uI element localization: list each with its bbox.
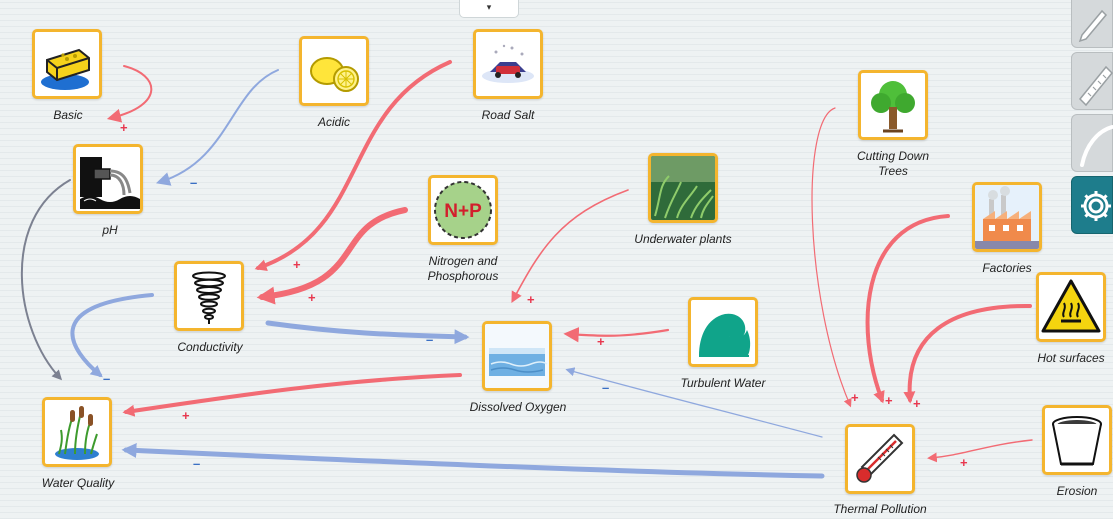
sign-conductivity-waterquality: – <box>103 371 111 386</box>
drawing-toolbar <box>1071 0 1113 250</box>
hot-surface-warning-icon <box>1041 279 1101 333</box>
node-dissolved-oxygen[interactable] <box>482 321 552 391</box>
thermometer-icon <box>856 433 904 483</box>
spiral-icon <box>192 271 226 324</box>
cattail-icon <box>55 406 99 460</box>
label-acidic: Acidic <box>317 115 350 129</box>
node-basic[interactable] <box>32 29 102 99</box>
sign-factories-thermal: + <box>885 393 893 408</box>
sign-basic-ph: + <box>120 120 128 135</box>
node-nitrogen-phosphorous[interactable]: N+P <box>428 175 498 245</box>
link-thermal-waterquality[interactable] <box>121 442 825 479</box>
node-ph[interactable] <box>73 144 143 214</box>
label-ph: pH <box>102 223 118 237</box>
sign-oxygen-waterquality: + <box>182 408 190 423</box>
canvas-menu-tab[interactable]: ▾ <box>459 0 519 18</box>
tool-pencil[interactable] <box>1071 0 1113 48</box>
label-conductivity: Conductivity <box>177 340 243 354</box>
label-nitrogen-phosphorous: Nitrogen and Phosphorous <box>427 254 499 283</box>
seagrass-icon <box>651 156 715 220</box>
link-thermal-oxygen[interactable] <box>565 367 823 438</box>
sign-acidic-ph: – <box>190 175 198 190</box>
link-oxygen-waterquality[interactable] <box>122 373 462 417</box>
gear-icon <box>1081 191 1111 221</box>
label-underwater-plants: Underwater plants <box>634 232 732 246</box>
node-factories[interactable] <box>972 182 1042 252</box>
sign-hotsurfaces-thermal: + <box>913 396 921 411</box>
node-underwater-plants[interactable] <box>648 153 718 223</box>
link-plants-oxygen[interactable] <box>511 189 629 303</box>
sign-erosion-thermal: + <box>960 455 968 470</box>
label-water-quality: Water Quality <box>41 476 115 490</box>
node-cutting-down-trees[interactable] <box>858 70 928 140</box>
label-road-salt: Road Salt <box>481 108 535 122</box>
sign-thermal-waterquality: – <box>193 456 201 471</box>
curve-icon <box>1080 125 1113 167</box>
sponge-icon <box>41 48 90 90</box>
factory-icon <box>975 185 1039 249</box>
label-basic: Basic <box>53 108 83 122</box>
wave-icon <box>699 313 751 357</box>
pencil-icon <box>1078 9 1108 43</box>
node-erosion[interactable] <box>1042 405 1112 475</box>
link-ph-waterquality[interactable] <box>20 179 71 381</box>
ruler-icon <box>1078 65 1113 107</box>
sign-trees-thermal: + <box>851 390 859 405</box>
outfall-pipe-icon <box>80 157 140 209</box>
sign-turbulent-oxygen: + <box>597 334 605 349</box>
tool-curve[interactable] <box>1071 114 1113 172</box>
label-thermal-pollution: Thermal Pollution <box>833 502 927 516</box>
label-hot-surfaces: Hot surfaces <box>1037 351 1105 365</box>
link-conductivity-oxygen[interactable] <box>265 320 470 345</box>
label-factories: Factories <box>982 261 1032 275</box>
link-nitrogen-conductivity[interactable] <box>256 207 408 305</box>
node-turbulent-water[interactable] <box>688 297 758 367</box>
snowy-road-icon <box>482 44 534 83</box>
lemon-icon <box>310 57 359 92</box>
link-roadsalt-conductivity[interactable] <box>254 60 452 271</box>
node-acidic[interactable] <box>299 36 369 106</box>
node-thermal-pollution[interactable] <box>845 424 915 494</box>
node-road-salt[interactable] <box>473 29 543 99</box>
sign-roadsalt-conductivity: + <box>293 257 301 272</box>
link-erosion-thermal[interactable] <box>927 439 1033 463</box>
link-hotsurfaces-thermal[interactable] <box>903 303 1032 404</box>
tool-ruler[interactable] <box>1071 52 1113 110</box>
flower-pot-icon <box>1052 416 1102 466</box>
node-conductivity[interactable] <box>174 261 244 331</box>
tree-icon <box>871 81 915 133</box>
np-badge-text: N+P <box>444 201 482 222</box>
water-surface-icon <box>485 324 549 388</box>
label-erosion: Erosion <box>1056 484 1098 498</box>
label-cutting-down-trees: Cutting Down Trees <box>856 149 930 178</box>
link-conductivity-waterquality[interactable] <box>70 293 154 378</box>
node-water-quality[interactable] <box>42 397 112 467</box>
sign-conductivity-oxygen: – <box>426 332 434 347</box>
link-factories-thermal[interactable] <box>865 214 950 404</box>
tool-settings[interactable] <box>1071 176 1113 234</box>
node-hot-surfaces[interactable] <box>1036 272 1106 342</box>
link-turbulent-oxygen[interactable] <box>563 326 670 343</box>
link-trees-thermal[interactable] <box>811 107 852 408</box>
sign-plants-oxygen: + <box>527 292 535 307</box>
sign-nitrogen-conductivity: + <box>308 290 316 305</box>
link-basic-ph[interactable] <box>106 65 153 123</box>
label-dissolved-oxygen: Dissolved Oxygen <box>469 400 567 414</box>
sign-thermal-oxygen: – <box>602 380 610 395</box>
link-acidic-ph[interactable] <box>155 69 279 186</box>
label-turbulent-water: Turbulent Water <box>680 376 766 390</box>
np-circle-icon: N+P <box>434 181 492 239</box>
